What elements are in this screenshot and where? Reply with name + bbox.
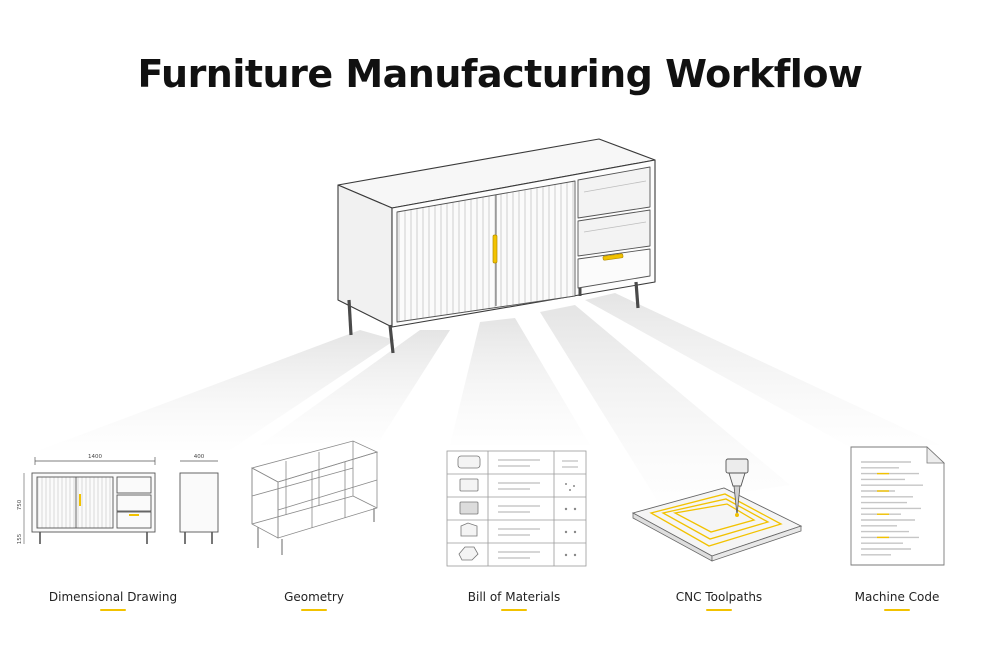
cnc-toolpath-icon — [631, 458, 803, 562]
dim-leg-label: 155 — [17, 533, 23, 544]
machine-code-icon — [850, 446, 946, 566]
dim-depth-label: 400 — [194, 454, 205, 460]
stage-underline — [100, 609, 126, 611]
stage-underline — [884, 609, 910, 611]
dim-width-label: 1400 — [88, 454, 102, 460]
light-beam — [585, 293, 940, 447]
stage-label: Geometry — [284, 590, 344, 604]
light-beams — [40, 293, 940, 505]
stage-underline — [501, 609, 527, 611]
stage-label: Bill of Materials — [467, 590, 561, 604]
bill-of-materials-icon — [446, 450, 587, 567]
stage-underline — [301, 609, 327, 611]
light-beam — [450, 318, 590, 445]
light-beam — [260, 330, 450, 445]
stage-label: Dimensional Drawing — [48, 590, 178, 604]
light-beam — [540, 305, 790, 505]
dim-height-label: 750 — [17, 499, 23, 510]
wireframe-geometry-icon — [250, 440, 379, 555]
page-title: Furniture Manufacturing Workflow — [137, 52, 863, 96]
stage-label: Machine Code — [854, 590, 940, 604]
stage-underline — [706, 609, 732, 611]
stage-label: CNC Toolpaths — [675, 590, 763, 604]
sideboard-illustration — [337, 138, 656, 354]
dimensional-drawing-icon — [23, 457, 219, 544]
light-beam — [40, 330, 395, 450]
